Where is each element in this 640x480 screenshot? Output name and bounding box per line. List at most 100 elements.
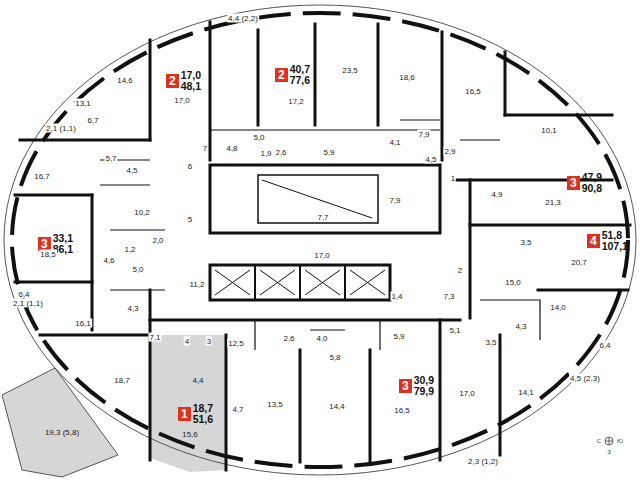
room-area: 14,4 — [328, 402, 346, 411]
room-area: 6,4 — [17, 290, 30, 299]
room-area: 2,9 — [443, 147, 456, 156]
apartment-badge: 330,979,9 — [399, 375, 434, 397]
room-area: 15,6 — [181, 430, 199, 439]
room-area: 14,1 — [517, 388, 535, 397]
total-area: 107,1 — [602, 241, 628, 252]
living-area: 30,9 — [414, 375, 434, 386]
room-area: 7,9 — [417, 130, 430, 139]
living-area: 47,9 — [582, 172, 602, 183]
room-area: 4,9 — [490, 190, 503, 199]
apartment-badge: 240,777,6 — [275, 64, 310, 86]
room-area: 5,7 — [104, 154, 117, 163]
room-area: 4,5 — [424, 155, 437, 164]
room-area: 17,0 — [458, 389, 476, 398]
room-area: 6 — [187, 162, 193, 171]
room-area: 2,1 (1,1) — [12, 299, 44, 308]
room-area: 16,1 — [74, 319, 92, 328]
room-count: 1 — [178, 407, 191, 421]
room-area: 4,7 — [231, 405, 244, 414]
room-area: 7,3 — [442, 292, 455, 301]
room-area: 4,4 (2,2) — [227, 14, 259, 23]
room-area: 2,1 (1,1) — [45, 124, 77, 133]
elevator-cross — [215, 180, 385, 295]
room-area: 15,0 — [504, 278, 522, 287]
room-area: 4,4 — [191, 376, 204, 385]
room-area: 7,1 — [148, 333, 161, 342]
room-area: 10,2 — [133, 208, 151, 217]
room-area: 1,2 — [123, 245, 136, 254]
room-area: 1,4 — [390, 292, 403, 301]
living-area: 40,7 — [290, 64, 310, 75]
core — [210, 165, 440, 300]
outer-wall — [12, 13, 628, 467]
room-area: 4,5 (2,3) — [569, 374, 601, 383]
walls — [15, 22, 630, 470]
balcony-shade — [2, 368, 118, 477]
living-area: 18,7 — [193, 403, 213, 414]
room-area: 4,6 — [102, 256, 115, 265]
room-area: 13,5 — [266, 400, 284, 409]
room-area: 23,5 — [341, 66, 359, 75]
area-column: 40,777,6 — [290, 64, 310, 86]
room-area: 21,3 — [544, 198, 562, 207]
room-count: 3 — [399, 379, 412, 393]
room-area: 6,4 — [598, 341, 611, 350]
total-area: 90,8 — [582, 183, 602, 194]
total-area: 51,6 — [193, 414, 213, 425]
room-area: 17,2 — [287, 97, 305, 106]
room-area: 16,7 — [33, 172, 51, 181]
room-area: 5,8 — [328, 353, 341, 362]
room-area: 17,0 — [173, 96, 191, 105]
apartment-badge: 118,751,6 — [178, 403, 213, 425]
room-area: 11,2 — [189, 280, 206, 289]
room-area: 20,7 — [570, 258, 588, 267]
living-area: 17,0 — [181, 70, 201, 81]
area-column: 17,048,1 — [181, 70, 201, 92]
room-area: 7,9 — [388, 196, 401, 205]
room-area: 3,5 — [519, 238, 532, 247]
total-area: 77,6 — [290, 75, 310, 86]
room-area: 2,6 — [274, 148, 287, 157]
total-area: 79,9 — [414, 386, 434, 397]
room-count: 3 — [567, 176, 580, 190]
room-area: 4,1 — [388, 138, 401, 147]
room-area: 18,6 — [398, 73, 416, 82]
apartment-badge: 451,8107,1 — [587, 230, 628, 252]
area-column: 51,8107,1 — [602, 230, 628, 252]
room-area: 6,7 — [86, 116, 99, 125]
room-area: 5 — [187, 215, 193, 224]
compass-letter: С — [596, 438, 602, 445]
living-area: 33,1 — [53, 233, 73, 244]
area-column: 18,751,6 — [193, 403, 213, 425]
room-area: 4 — [184, 337, 190, 346]
room-area: 17,0 — [313, 251, 331, 260]
room-area: 1 — [450, 174, 456, 183]
room-area: 2 — [457, 266, 463, 275]
room-area: 4,8 — [225, 144, 238, 153]
area-column: 30,979,9 — [414, 375, 434, 397]
room-area: 16,5 — [464, 87, 482, 96]
room-count: 2 — [275, 68, 288, 82]
room-area: 5,1 — [448, 326, 461, 335]
living-area: 51,8 — [602, 230, 628, 241]
room-area: 19,3 (5,8) — [44, 428, 80, 437]
room-count: 2 — [166, 74, 179, 88]
room-area: 3,5 — [484, 338, 497, 347]
room-area: 5,0 — [252, 133, 265, 142]
compass — [605, 437, 613, 445]
partitions — [100, 120, 540, 350]
room-area: 5,0 — [131, 265, 144, 274]
compass-letter: Ю — [616, 438, 624, 445]
room-area: 4,5 — [125, 166, 138, 175]
area-column: 47,990,8 — [582, 172, 602, 194]
room-area: 5,9 — [322, 148, 335, 157]
room-area: 16,5 — [393, 406, 411, 415]
total-area: 48,1 — [181, 81, 201, 92]
room-area: 5,9 — [392, 332, 405, 341]
room-area: 4,3 — [126, 304, 139, 313]
room-area: 10,1 — [540, 126, 558, 135]
room-area: 13,1 — [74, 99, 92, 108]
room-area: 2,6 — [282, 334, 295, 343]
room-area: 4,3 — [514, 322, 527, 331]
